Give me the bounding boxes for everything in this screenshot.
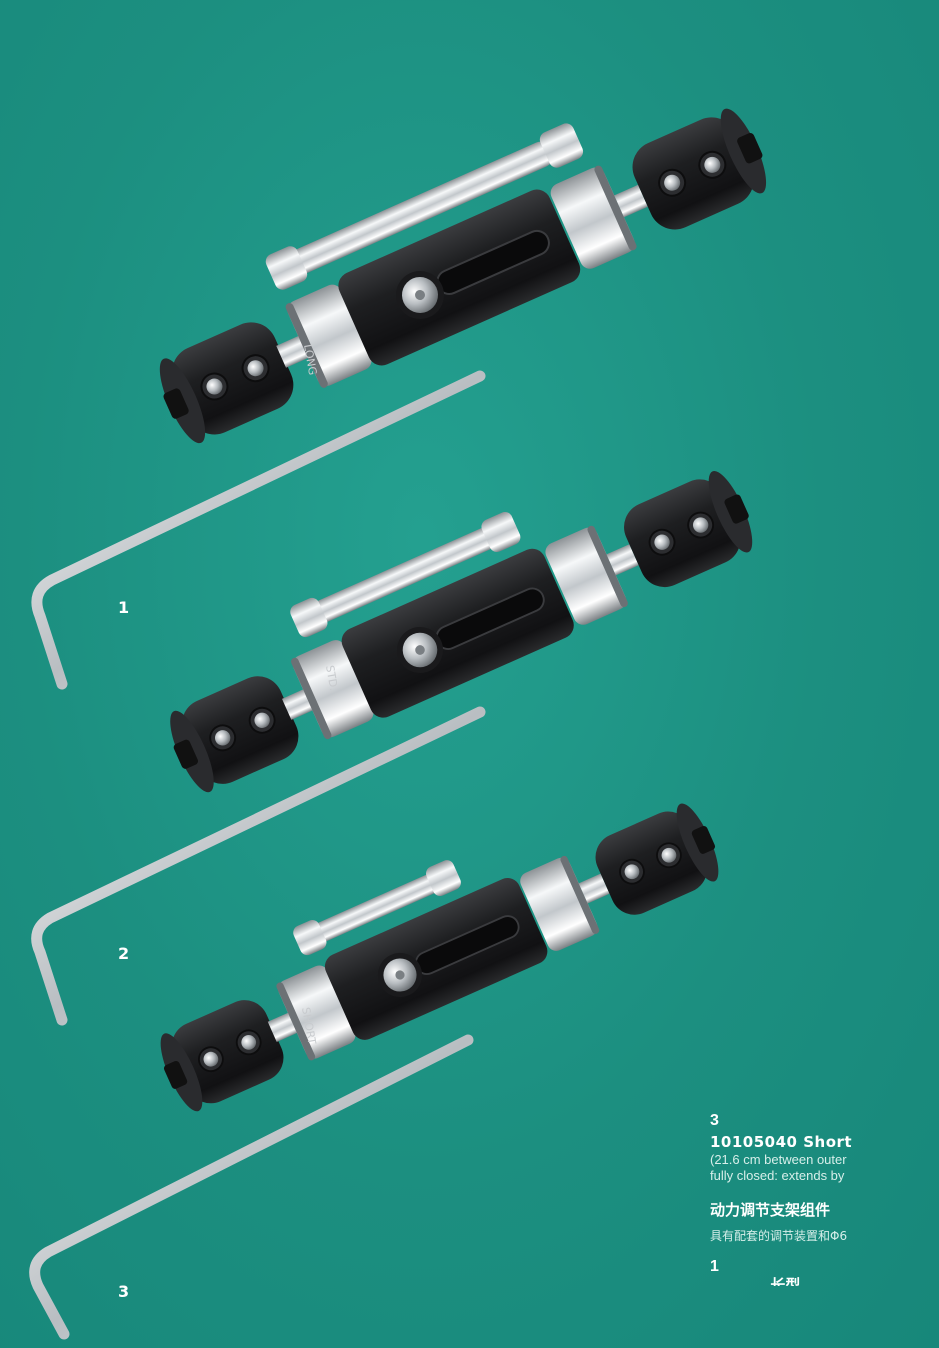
cut-off-line: ㅤㅤㅤㅤ 长型 [710,1276,801,1286]
hex-key-1 [31,370,486,690]
engraving-std: STD. [323,664,340,692]
engraving-long: LONG [301,343,319,376]
item-label-2: 2 [118,944,130,963]
assembly-short [148,793,731,1122]
item-number: 3 [710,1112,719,1129]
engraving-short: SHORT [299,1006,318,1045]
assembly-std [157,460,765,803]
item-number-2: 1 [710,1258,719,1275]
item-label-3: 3 [118,1282,130,1301]
item-title: 10105040 Short [710,1133,853,1151]
item-desc-line-2: fully closed: extends by [710,1168,845,1183]
hex-key-2 [31,706,486,1026]
hex-key-3 [29,1034,474,1340]
description-block: 3 10105040 Short (21.6 cm between outer … [710,1112,939,1286]
cn-title: 动力调节支架组件 [710,1201,831,1219]
assembly-long [146,97,780,454]
item-label-1: 1 [118,598,130,617]
item-desc-line-1: (21.6 cm between outer [710,1152,847,1167]
cn-desc: 具有配套的调节装置和Φ6 [710,1229,848,1243]
